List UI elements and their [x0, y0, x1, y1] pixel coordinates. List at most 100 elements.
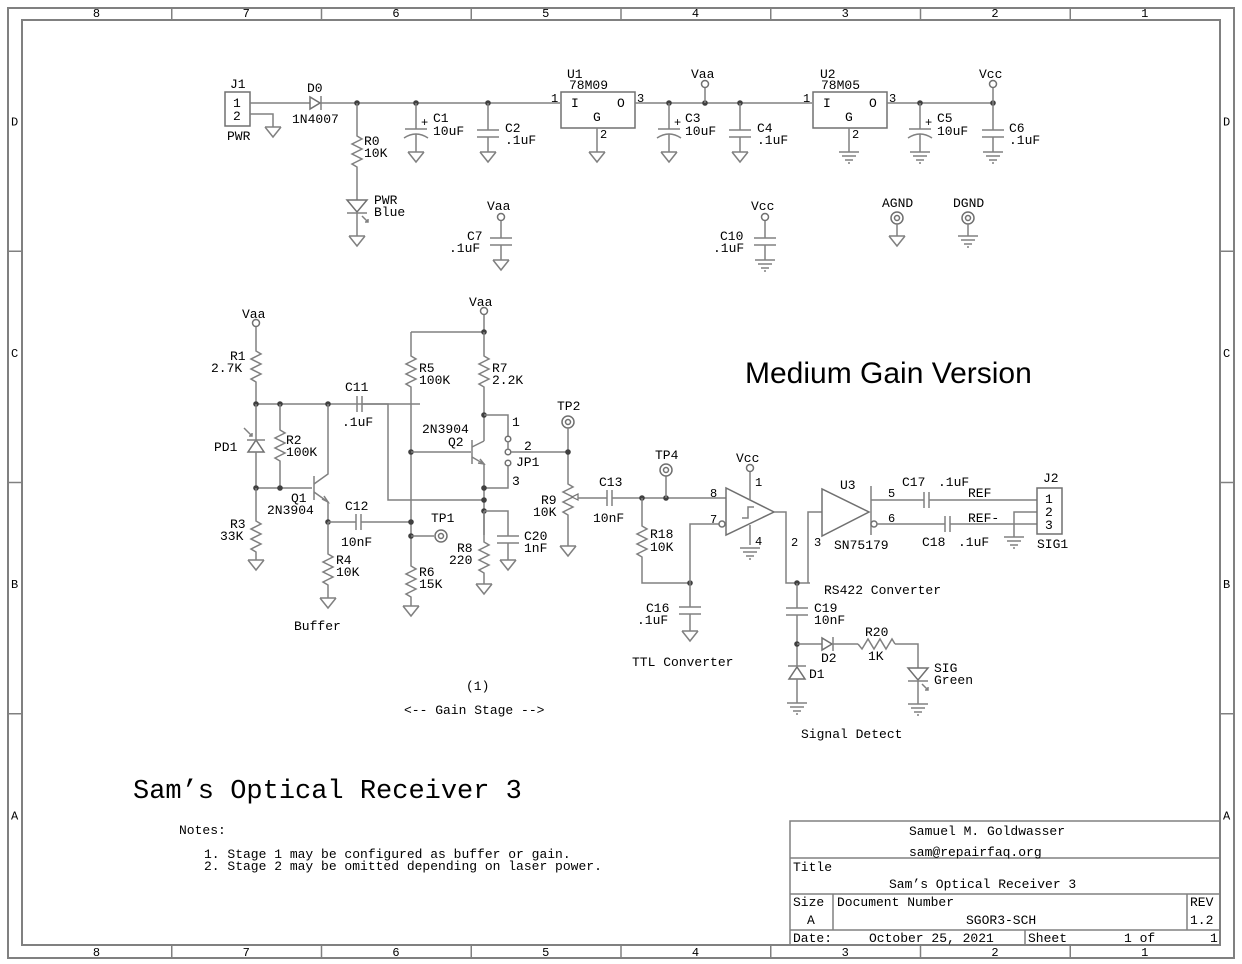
r6-value: 15K [419, 577, 443, 592]
row-marker: A [11, 809, 19, 823]
row-marker: C [11, 347, 18, 361]
buffer-stage: Vaa R1 2.7K PD1 R2 100K Q1 2N3904 R3 [211, 307, 484, 634]
d2-ref: D2 [821, 651, 837, 666]
r20-ref: R20 [865, 625, 888, 640]
c1-value: 10uF [433, 124, 464, 139]
svg-text:8: 8 [710, 487, 717, 501]
c16-value: .1uF [637, 613, 668, 628]
buffer-section-label: Buffer [294, 619, 341, 634]
column-marker: 8 [93, 946, 100, 960]
svg-text:1: 1 [1045, 492, 1053, 507]
tp2-label: TP2 [557, 399, 580, 414]
ground-icon [247, 559, 265, 571]
led-pwr-ref: PWR [374, 193, 398, 208]
jp1-pin2[interactable] [504, 448, 512, 456]
u1-regulator [560, 91, 636, 129]
svg-text:3: 3 [1045, 518, 1053, 533]
ground-icon [499, 559, 517, 571]
j1-pin2: 2 [233, 109, 241, 124]
gain-stage: Vaa R5 100K TP1 R6 15K R7 2.2K [402, 295, 580, 718]
row-marker: A [1223, 809, 1231, 823]
earth-ground-icon [786, 702, 808, 715]
r9-potentiometer [562, 477, 574, 522]
jp1-pin3[interactable] [504, 459, 512, 467]
c2-ref: C2 [505, 121, 521, 136]
notes-heading: Notes: [179, 823, 226, 838]
earth-ground-icon [909, 151, 931, 164]
r5-resistor [405, 349, 417, 394]
refn-net-label: REF- [968, 511, 999, 526]
rs422-section-label: RS422 Converter [824, 583, 941, 598]
column-marker: 5 [542, 7, 549, 21]
c17-value: .1uF [938, 475, 969, 490]
svg-text:1: 1 [551, 92, 558, 106]
d0-diode [309, 95, 322, 111]
column-marker: 4 [692, 7, 699, 21]
c12-value: 10nF [341, 535, 372, 550]
earth-ground-icon [982, 151, 1004, 164]
c1-ref: C1 [433, 111, 449, 126]
r18-ref: R18 [650, 527, 673, 542]
svg-text:G: G [845, 110, 853, 125]
vcc-label: Vcc [979, 67, 1002, 82]
gain-note-ref: (1) [466, 679, 489, 694]
pd1-ref: PD1 [214, 440, 238, 455]
r9-wiper[interactable] [570, 493, 579, 501]
c7-ref: C7 [467, 229, 483, 244]
c10-rail-label: Vcc [751, 199, 774, 214]
led-sig-ref: SIG [934, 661, 957, 676]
j1-label: PWR [227, 129, 251, 144]
r8-ref: R8 [457, 541, 473, 556]
jp1-pin1[interactable] [504, 435, 512, 443]
pd1-photodiode [246, 438, 266, 453]
u2-regulator [812, 91, 888, 129]
column-marker: 2 [991, 7, 998, 21]
title-value: Sam’s Optical Receiver 3 [889, 877, 1076, 892]
ref-net-label: REF [968, 486, 991, 501]
led-pwr-value: Blue [374, 205, 405, 220]
u3-ref: U3 [840, 478, 856, 493]
gain-vaa-label: Vaa [469, 295, 493, 310]
earth-ground-icon [957, 235, 979, 248]
sheet-value: 1 of [1124, 931, 1155, 946]
c17-ref: C17 [902, 475, 925, 490]
svg-text:3: 3 [889, 92, 896, 106]
svg-text:4: 4 [755, 535, 762, 549]
c6-value: .1uF [1009, 133, 1040, 148]
r7-value: 2.2K [492, 373, 523, 388]
svg-text:3: 3 [637, 92, 644, 106]
c6-ref: C6 [1009, 121, 1025, 136]
c18-ref: C18 [922, 535, 945, 550]
svg-text:2: 2 [791, 536, 798, 550]
ground-icon [475, 583, 493, 595]
r8-resistor [478, 535, 490, 580]
c19-value: 10nF [814, 613, 845, 628]
r8-value: 220 [449, 553, 472, 568]
jp1-ref: JP1 [516, 455, 540, 470]
ground-icon [264, 126, 282, 138]
c3-value: 10uF [685, 124, 716, 139]
column-marker: 6 [392, 7, 399, 21]
svg-text:2: 2 [852, 128, 859, 142]
j1-connector [224, 91, 251, 127]
r2-resistor [274, 423, 286, 468]
r1-value: 2.7K [211, 361, 242, 376]
svg-text:+: + [925, 116, 932, 130]
r3-ref: R3 [230, 517, 246, 532]
svg-text:2: 2 [1045, 505, 1053, 520]
svg-text:I: I [571, 96, 579, 111]
r7-ref: R7 [492, 361, 508, 376]
r3-resistor [250, 514, 262, 559]
led-sig-value: Green [934, 673, 973, 688]
svg-text:+: + [421, 116, 428, 130]
j2-ref: J2 [1043, 471, 1059, 486]
u2-ref: U2 [820, 67, 836, 82]
c2-capacitor [476, 129, 500, 138]
c6-capacitor [981, 129, 1005, 138]
r2-value: 100K [286, 445, 317, 460]
r4-resistor [322, 547, 334, 592]
c7-value: .1uF [449, 241, 480, 256]
j2-connector [1036, 487, 1063, 535]
c12-ref: C12 [345, 499, 368, 514]
